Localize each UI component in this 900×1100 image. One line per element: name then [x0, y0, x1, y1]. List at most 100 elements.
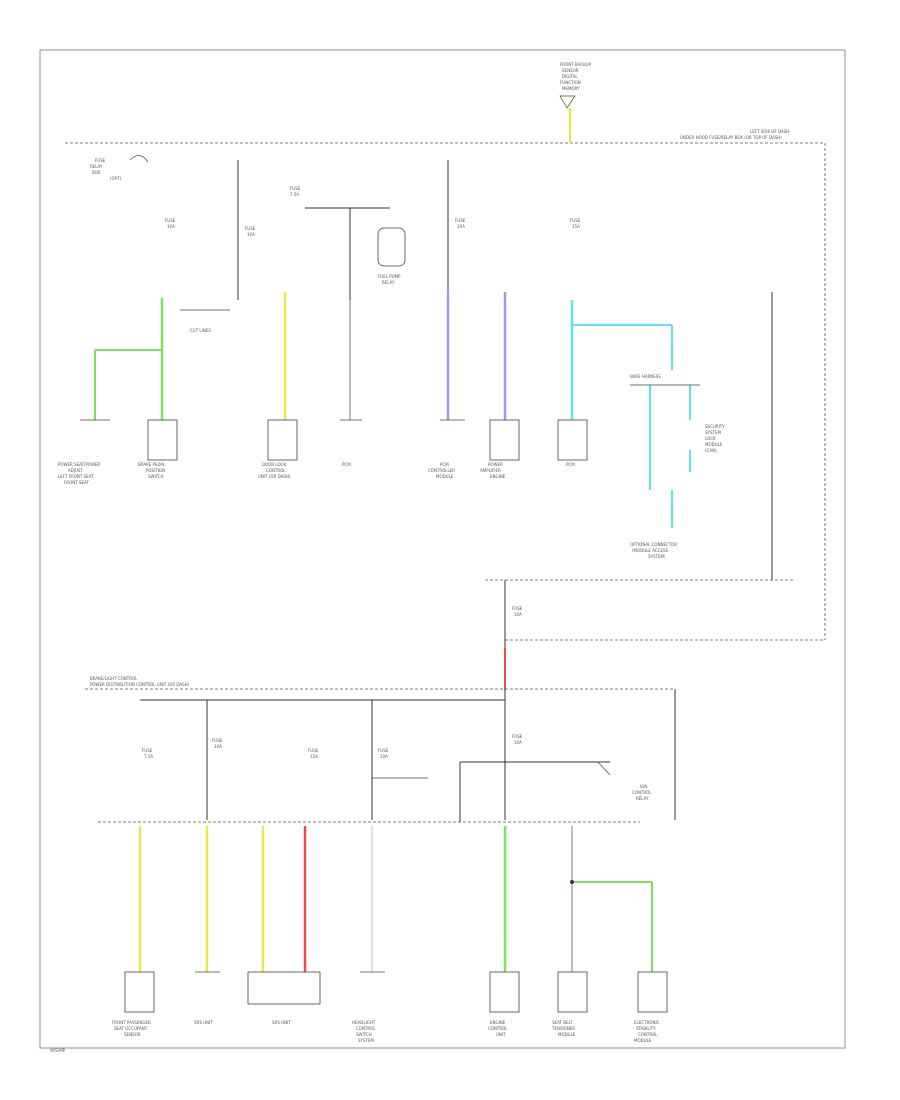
svg-text:PCM: PCM [440, 462, 449, 467]
svg-text:CONTROLLER: CONTROLLER [428, 468, 455, 473]
svg-text:SRS UNIT: SRS UNIT [272, 1020, 291, 1025]
fuse-f8: FUSE 10A [212, 738, 223, 749]
c4-label: PCM [342, 462, 351, 467]
svg-text:DOOR LOCK: DOOR LOCK [262, 462, 286, 467]
svg-text:OPTIONAL CONNECTOR: OPTIONAL CONNECTOR [630, 542, 677, 547]
title-line: DIGITAL [562, 74, 578, 79]
b1-label: FRONT PASSENGER SEAT OCCUPANT SENSOR [112, 1020, 151, 1037]
svg-text:SENSOR: SENSOR [124, 1032, 141, 1037]
c6-label: POWER AMPLIFIER ENGINE [480, 462, 506, 479]
fuse-f2: FUSE 10A [245, 226, 256, 237]
svg-text:MODULE: MODULE [558, 1032, 576, 1037]
brake-switch-box [147, 419, 178, 461]
b3-label: SRS UNIT [272, 1020, 291, 1025]
svg-text:CONTROL: CONTROL [266, 468, 286, 473]
fuse-f6: FUSE 10A [512, 606, 523, 617]
note-text: FUSE [95, 158, 106, 163]
svg-text:CONTROL: CONTROL [632, 790, 652, 795]
note-text: BOX [92, 170, 101, 175]
c8-label: OPTIONAL CONNECTOR (MODULE ACCESS SYSTEM… [630, 542, 677, 559]
title-block: FRONT BACKUP SENSOR DIGITAL FUNCTION MEM… [559, 62, 592, 142]
c2-label: BRAKE PEDAL POSITION SWITCH [138, 462, 166, 479]
svg-text:STABILITY: STABILITY [636, 1026, 656, 1031]
svg-text:FUSE: FUSE [455, 218, 466, 223]
svg-text:BRAKE PEDAL: BRAKE PEDAL [138, 462, 166, 467]
location-label: LEFT SIDE OF DASH [750, 129, 789, 134]
svg-text:10A: 10A [167, 224, 175, 229]
fuel-pump-relay [377, 227, 406, 267]
engine-control-box [489, 971, 520, 1013]
svg-text:PCM: PCM [342, 462, 351, 467]
svg-text:MODULE: MODULE [436, 474, 454, 479]
svg-text:MODULE: MODULE [705, 442, 723, 447]
svg-text:POWER SEAT/POWER: POWER SEAT/POWER [58, 462, 100, 467]
fuse-f1: FUSE 10A [165, 218, 176, 229]
c1-label: POWER SEAT/POWER ADJUST LEFT FRONT SEAT … [58, 462, 100, 485]
fuse-f3: FUSE 7.5A [290, 186, 301, 197]
svg-text:FUSE: FUSE [512, 734, 523, 739]
location-label: BRAKE/LIGHT CONTROL [90, 676, 138, 681]
svg-text:ADJUST: ADJUST [68, 468, 83, 473]
svg-text:7.5A: 7.5A [290, 192, 299, 197]
c3-label: DOOR LOCK CONTROL UNIT (OR DASH) [258, 462, 291, 479]
svg-text:SEAT OCCUPANT: SEAT OCCUPANT [114, 1026, 148, 1031]
svg-text:SRS UNIT: SRS UNIT [194, 1020, 213, 1025]
splice-dot [570, 880, 574, 884]
note-text: RELAY [90, 164, 103, 169]
door-lock-box [267, 419, 298, 461]
title-line: FUNCTION [560, 80, 581, 85]
pcm-box [557, 419, 588, 461]
title-line: SENSOR [562, 68, 579, 73]
svg-text:HEADLIGHT: HEADLIGHT [352, 1020, 376, 1025]
svg-text:LEFT FRONT SEAT: LEFT FRONT SEAT [58, 474, 94, 479]
svg-text:MODULE: MODULE [634, 1038, 652, 1043]
svg-text:FUSE: FUSE [142, 748, 153, 753]
svg-text:15A: 15A [310, 754, 318, 759]
svg-text:WIRE HARNESS: WIRE HARNESS [630, 374, 661, 379]
svg-text:FUSE: FUSE [245, 226, 256, 231]
svg-text:(CAN): (CAN) [705, 448, 717, 453]
svg-text:IGN: IGN [640, 784, 647, 789]
b4-label: HEADLIGHT CONTROL SWITCH SYSTEM [352, 1020, 376, 1043]
svg-text:LOCK: LOCK [705, 436, 716, 441]
svg-text:10A: 10A [380, 754, 388, 759]
fuse-f5: FUSE 15A [570, 218, 581, 229]
svg-text:FUSE: FUSE [165, 218, 176, 223]
c7-label: PCM [566, 462, 575, 467]
svg-text:SYSTEM: SYSTEM [705, 430, 721, 435]
c5-label: PCM CONTROLLER MODULE [428, 462, 455, 479]
svg-text:SYSTEM: SYSTEM [358, 1038, 374, 1043]
fuse-f11: FUSE 10A [512, 734, 523, 745]
svg-text:SEAT BELT: SEAT BELT [552, 1020, 573, 1025]
location-label: UNDER HOOD FUSE/RELAY BOX (OR TOP OF DAS… [680, 135, 782, 140]
fuse-f10: FUSE 10A [378, 748, 389, 759]
b5-label: ENGINE CONTROL UNIT [488, 1020, 508, 1037]
svg-text:CONTROL: CONTROL [488, 1026, 508, 1031]
svg-text:SYSTEM): SYSTEM) [648, 554, 666, 559]
svg-text:FRONT PASSENGER: FRONT PASSENGER [112, 1020, 151, 1025]
svg-text:10A: 10A [514, 740, 522, 745]
svg-text:UNIT (OR DASH): UNIT (OR DASH) [258, 474, 291, 479]
fuse-f4: FUSE 10A [455, 218, 466, 229]
svg-text:ENGINE: ENGINE [490, 474, 506, 479]
location-label: POWER DISTRIBUTION CONTROL UNIT (OR DASH… [90, 682, 190, 687]
b2-label: SRS UNIT [194, 1020, 213, 1025]
note-arrow [129, 155, 149, 163]
svg-text:10A: 10A [457, 224, 465, 229]
svg-text:SWITCH: SWITCH [356, 1032, 372, 1037]
b6-label: SEAT BELT TENSIONER MODULE [551, 1020, 576, 1037]
svg-text:CUT LINES: CUT LINES [190, 328, 211, 333]
seat-belt-box [557, 971, 588, 1013]
svg-text:AMPLIFIER: AMPLIFIER [480, 468, 501, 473]
fuse-f7: FUSE 7.5A [142, 748, 153, 759]
svg-text:POSITION: POSITION [146, 468, 165, 473]
note-text: (OPT) [110, 176, 122, 181]
svg-text:FUSE: FUSE [308, 748, 319, 753]
ground-symbol [559, 95, 576, 109]
svg-text:10A: 10A [514, 612, 522, 617]
svg-text:FRONT SEAT: FRONT SEAT [64, 480, 89, 485]
svg-text:10A: 10A [214, 744, 222, 749]
top-components [80, 419, 588, 461]
diagram-frame [39, 49, 846, 1049]
